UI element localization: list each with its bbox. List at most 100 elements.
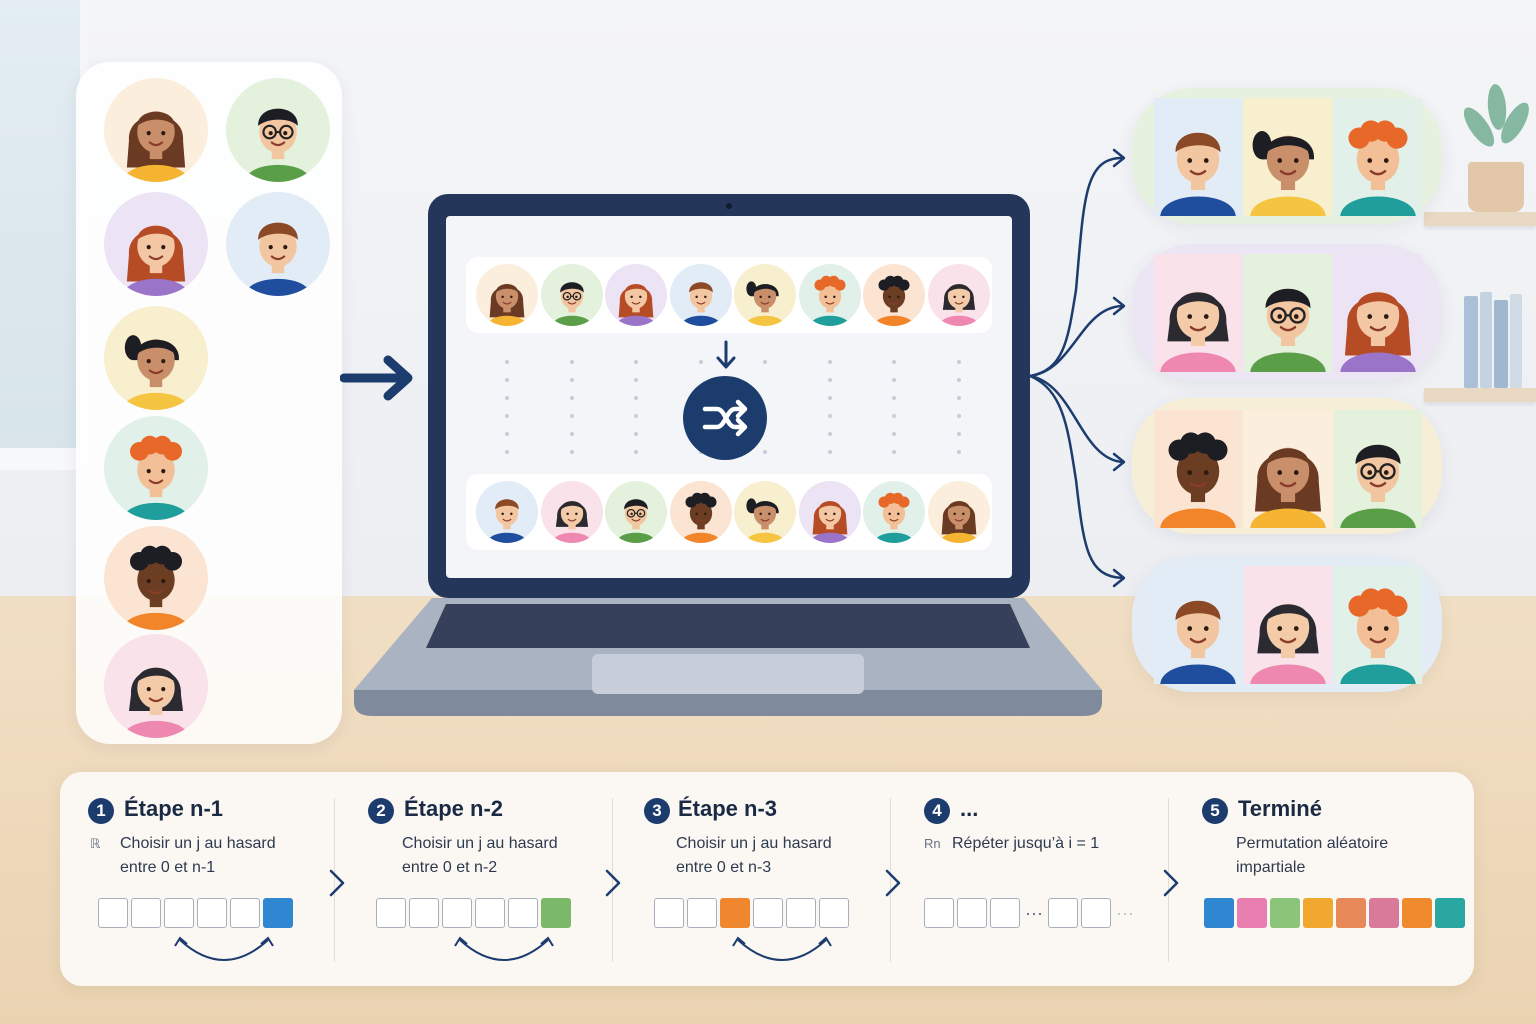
step-number: 2 <box>368 798 394 824</box>
placeholder-dot <box>827 432 832 436</box>
placeholder-dot <box>892 396 896 400</box>
shuffle-button[interactable] <box>683 376 767 460</box>
placeholder-dot <box>505 432 509 436</box>
person-avatar <box>927 481 990 543</box>
placeholder-dot <box>892 432 896 436</box>
array-cell <box>197 898 227 928</box>
placeholder-dot <box>569 414 574 418</box>
permutation-cell <box>1303 898 1333 928</box>
person-avatar <box>734 264 796 326</box>
plant-pot <box>1468 162 1524 212</box>
array-ellipsis: ··· <box>1025 903 1043 923</box>
step-description-line: impartiale <box>1236 859 1306 876</box>
array-cell <box>508 898 538 928</box>
person-avatar <box>540 264 603 326</box>
group-member-avatar <box>1154 410 1242 528</box>
person-avatar <box>734 481 796 543</box>
placeholder-dot <box>827 414 832 418</box>
placeholder-dot <box>634 396 638 400</box>
placeholder-dot <box>569 360 574 364</box>
arrow-right-icon <box>340 355 413 401</box>
placeholder-dot <box>763 450 767 454</box>
step-separator <box>612 798 613 962</box>
placeholder-dot <box>827 396 832 400</box>
step-title: Étape n-2 <box>404 796 504 821</box>
placeholder-dot <box>956 450 961 454</box>
array-cell <box>687 898 717 928</box>
permutation-cell <box>1402 898 1432 928</box>
placeholder-dot <box>892 378 896 382</box>
array-cell <box>442 898 472 928</box>
array-cell <box>924 898 954 928</box>
placeholder-dot <box>505 450 509 454</box>
placeholder-dot <box>763 360 767 364</box>
placeholder-dot <box>698 360 703 364</box>
person-avatar <box>104 78 208 182</box>
book <box>1480 292 1492 388</box>
person-avatar <box>476 481 538 543</box>
placeholder-dot <box>827 378 832 382</box>
permutation-cell <box>1369 898 1399 928</box>
placeholder-dot <box>634 414 638 418</box>
step-description-line: Choisir un j au hasard <box>676 835 832 852</box>
array-cell <box>654 898 684 928</box>
step-number: 5 <box>1202 798 1228 824</box>
array-cell-highlighted <box>541 898 571 928</box>
person-avatar <box>669 264 732 326</box>
chevron-right-icon <box>329 869 345 897</box>
step-title: Terminé <box>1238 796 1322 821</box>
permutation-cell <box>1237 898 1267 928</box>
group-member-avatar <box>1154 566 1242 684</box>
group-member-avatar <box>1244 254 1332 372</box>
person-avatar <box>605 481 667 543</box>
step-number: 3 <box>644 798 670 824</box>
step-number: 4 <box>924 798 950 824</box>
placeholder-dot <box>505 414 509 418</box>
person-avatar <box>104 634 208 738</box>
placeholder-dot <box>892 414 896 418</box>
step-description: Répéter jusqu’à i = 1 <box>952 832 1182 856</box>
group-member-avatar <box>1244 410 1332 528</box>
placeholder-dot <box>956 414 961 418</box>
step-description: Choisir un j au hasard entre 0 et n-1 <box>120 832 350 880</box>
placeholder-dot <box>634 360 638 364</box>
step-description: Choisir un j au hasard entre 0 et n-3 <box>676 832 906 880</box>
group-connector-lines <box>1028 148 1126 588</box>
group-member-avatar <box>1334 410 1422 528</box>
person-avatar <box>476 264 538 326</box>
group-member-avatar <box>1244 566 1332 684</box>
placeholder-dot <box>569 432 574 436</box>
person-avatar <box>104 416 208 520</box>
array-cell <box>1047 898 1078 928</box>
placeholder-dot <box>505 360 509 364</box>
algorithm-steps-panel: 1 Étape n-1 ℝ Choisir un j au hasard ent… <box>60 772 1474 986</box>
person-avatar <box>669 481 732 543</box>
step-description-line: entre 0 et n-2 <box>402 859 498 876</box>
placeholder-dot <box>956 396 961 400</box>
person-avatar <box>104 526 208 630</box>
array-cell <box>819 898 849 928</box>
wall-shelf-top <box>1424 212 1536 226</box>
arrow-down-icon <box>716 340 736 369</box>
step-number: 1 <box>88 798 114 824</box>
book <box>1494 300 1508 388</box>
person-avatar <box>540 481 603 543</box>
step-description: Choisir un j au hasard entre 0 et n-2 <box>402 832 632 880</box>
book <box>1464 296 1478 388</box>
wall-shelf-bottom <box>1424 388 1536 402</box>
array-cell <box>753 898 783 928</box>
window-sill <box>0 448 88 470</box>
array-cell <box>376 898 406 928</box>
laptop-camera <box>726 203 732 209</box>
step-description: Permutation aléatoire impartiale <box>1236 832 1466 880</box>
placeholder-dot <box>505 378 509 382</box>
placeholder-dot <box>569 450 574 454</box>
person-avatar <box>226 78 330 182</box>
placeholder-dot <box>634 378 638 382</box>
permutation-cell <box>1336 898 1366 928</box>
chevron-right-icon <box>885 869 901 897</box>
placeholder-dot <box>956 360 961 364</box>
step-description-line: Répéter jusqu’à i = 1 <box>952 835 1100 852</box>
array-cell <box>98 898 128 928</box>
chevron-right-icon <box>1163 869 1179 897</box>
